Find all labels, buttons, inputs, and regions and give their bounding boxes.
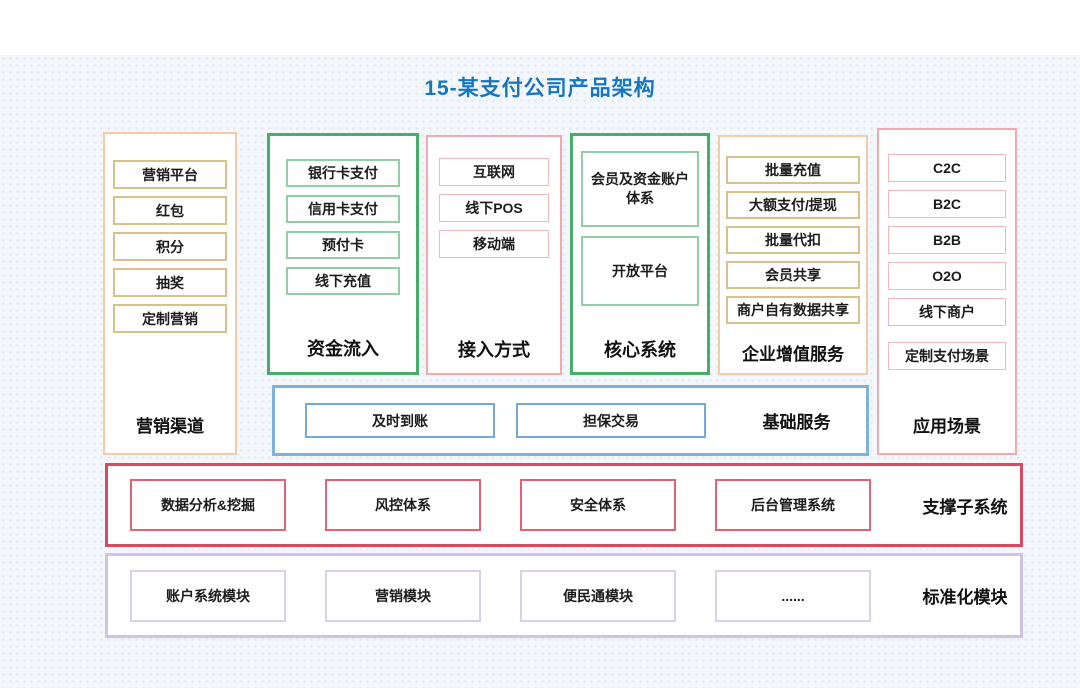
diagram-box: 营销平台 [113,160,227,189]
diagram-box: 开放平台 [581,236,699,306]
group-core-systems: 会员及资金账户体系 开放平台 核心系统 [570,133,710,375]
diagram-box: 便民通模块 [520,569,676,622]
diagram-box: 线下商户 [888,298,1006,326]
diagram-box: 后台管理系统 [715,479,871,531]
diagram-box: 银行卡支付 [286,159,400,187]
diagram-box: 抽奖 [113,268,227,297]
enterprise-vas-items: 批量充值 大额支付/提现 批量代扣 会员共享 商户自有数据共享 [720,156,866,331]
core-systems-items: 会员及资金账户体系 开放平台 [573,151,707,315]
diagram-box: 账户系统模块 [130,569,286,622]
group-standardized-modules: 账户系统模块 营销模块 便民通模块 ...... 标准化模块 [105,553,1023,638]
diagram-box: 批量充值 [726,156,860,184]
group-label-marketing-channels: 营销渠道 [136,417,204,436]
group-label-access-methods: 接入方式 [458,340,530,360]
group-marketing-channels: 营销平台 红包 积分 抽奖 定制营销 营销渠道 [103,132,237,455]
diagram-box: 信用卡支付 [286,195,400,223]
group-label-application-scenarios: 应用场景 [913,417,981,436]
diagram-box: O2O [888,262,1006,290]
diagram-box: 及时到账 [305,403,495,438]
diagram-box: 风控体系 [325,479,481,531]
diagram-box: 互联网 [439,158,549,186]
funds-inflow-items: 银行卡支付 信用卡支付 预付卡 线下充值 [270,159,416,303]
diagram-box: 积分 [113,232,227,261]
diagram-box: 商户自有数据共享 [726,296,860,324]
diagram-box: B2B [888,226,1006,254]
diagram-title: 15-某支付公司产品架构 [424,77,656,100]
diagram-box: 线下POS [439,194,549,222]
diagram-box: 红包 [113,196,227,225]
group-label-funds-inflow: 资金流入 [307,339,379,359]
diagram-box: 担保交易 [516,403,706,438]
diagram-box: 数据分析&挖掘 [130,479,286,531]
diagram-box: 预付卡 [286,231,400,259]
group-label-supporting-subsystems: 支撑子系统 [922,497,1008,517]
group-label-standardized-modules: 标准化模块 [922,588,1008,607]
group-basic-services: 及时到账 担保交易 基础服务 [272,385,869,456]
diagram-box: 营销模块 [325,569,481,622]
diagram-box: 会员共享 [726,261,860,289]
access-methods-items: 互联网 线下POS 移动端 [428,158,560,266]
diagram-box: 大额支付/提现 [726,191,860,219]
group-application-scenarios: C2C B2C B2B O2O 线下商户 定制支付场景 应用场景 [877,128,1017,455]
diagram-box: C2C [888,154,1006,182]
diagram-box: 移动端 [439,230,549,258]
group-label-core-systems: 核心系统 [604,340,676,360]
diagram-box: 线下充值 [286,267,400,295]
group-label-enterprise-vas: 企业增值服务 [742,345,844,364]
application-scenarios-items: C2C B2C B2B O2O 线下商户 定制支付场景 [879,154,1015,378]
group-funds-inflow: 银行卡支付 信用卡支付 预付卡 线下充值 资金流入 [267,133,419,375]
group-supporting-subsystems: 数据分析&挖掘 风控体系 安全体系 后台管理系统 支撑子系统 [105,463,1023,547]
diagram-box: B2C [888,190,1006,218]
diagram-box: 会员及资金账户体系 [581,151,699,227]
group-access-methods: 互联网 线下POS 移动端 接入方式 [426,135,562,375]
diagram-box: 定制营销 [113,304,227,333]
group-label-basic-services: 基础服务 [762,413,831,432]
diagram-box: 定制支付场景 [888,342,1006,370]
marketing-channels-items: 营销平台 红包 积分 抽奖 定制营销 [105,160,235,340]
group-enterprise-vas: 批量充值 大额支付/提现 批量代扣 会员共享 商户自有数据共享 企业增值服务 [718,135,868,375]
diagram-box: 安全体系 [520,479,676,531]
diagram-box: ...... [715,569,871,622]
diagram-box: 批量代扣 [726,226,860,254]
